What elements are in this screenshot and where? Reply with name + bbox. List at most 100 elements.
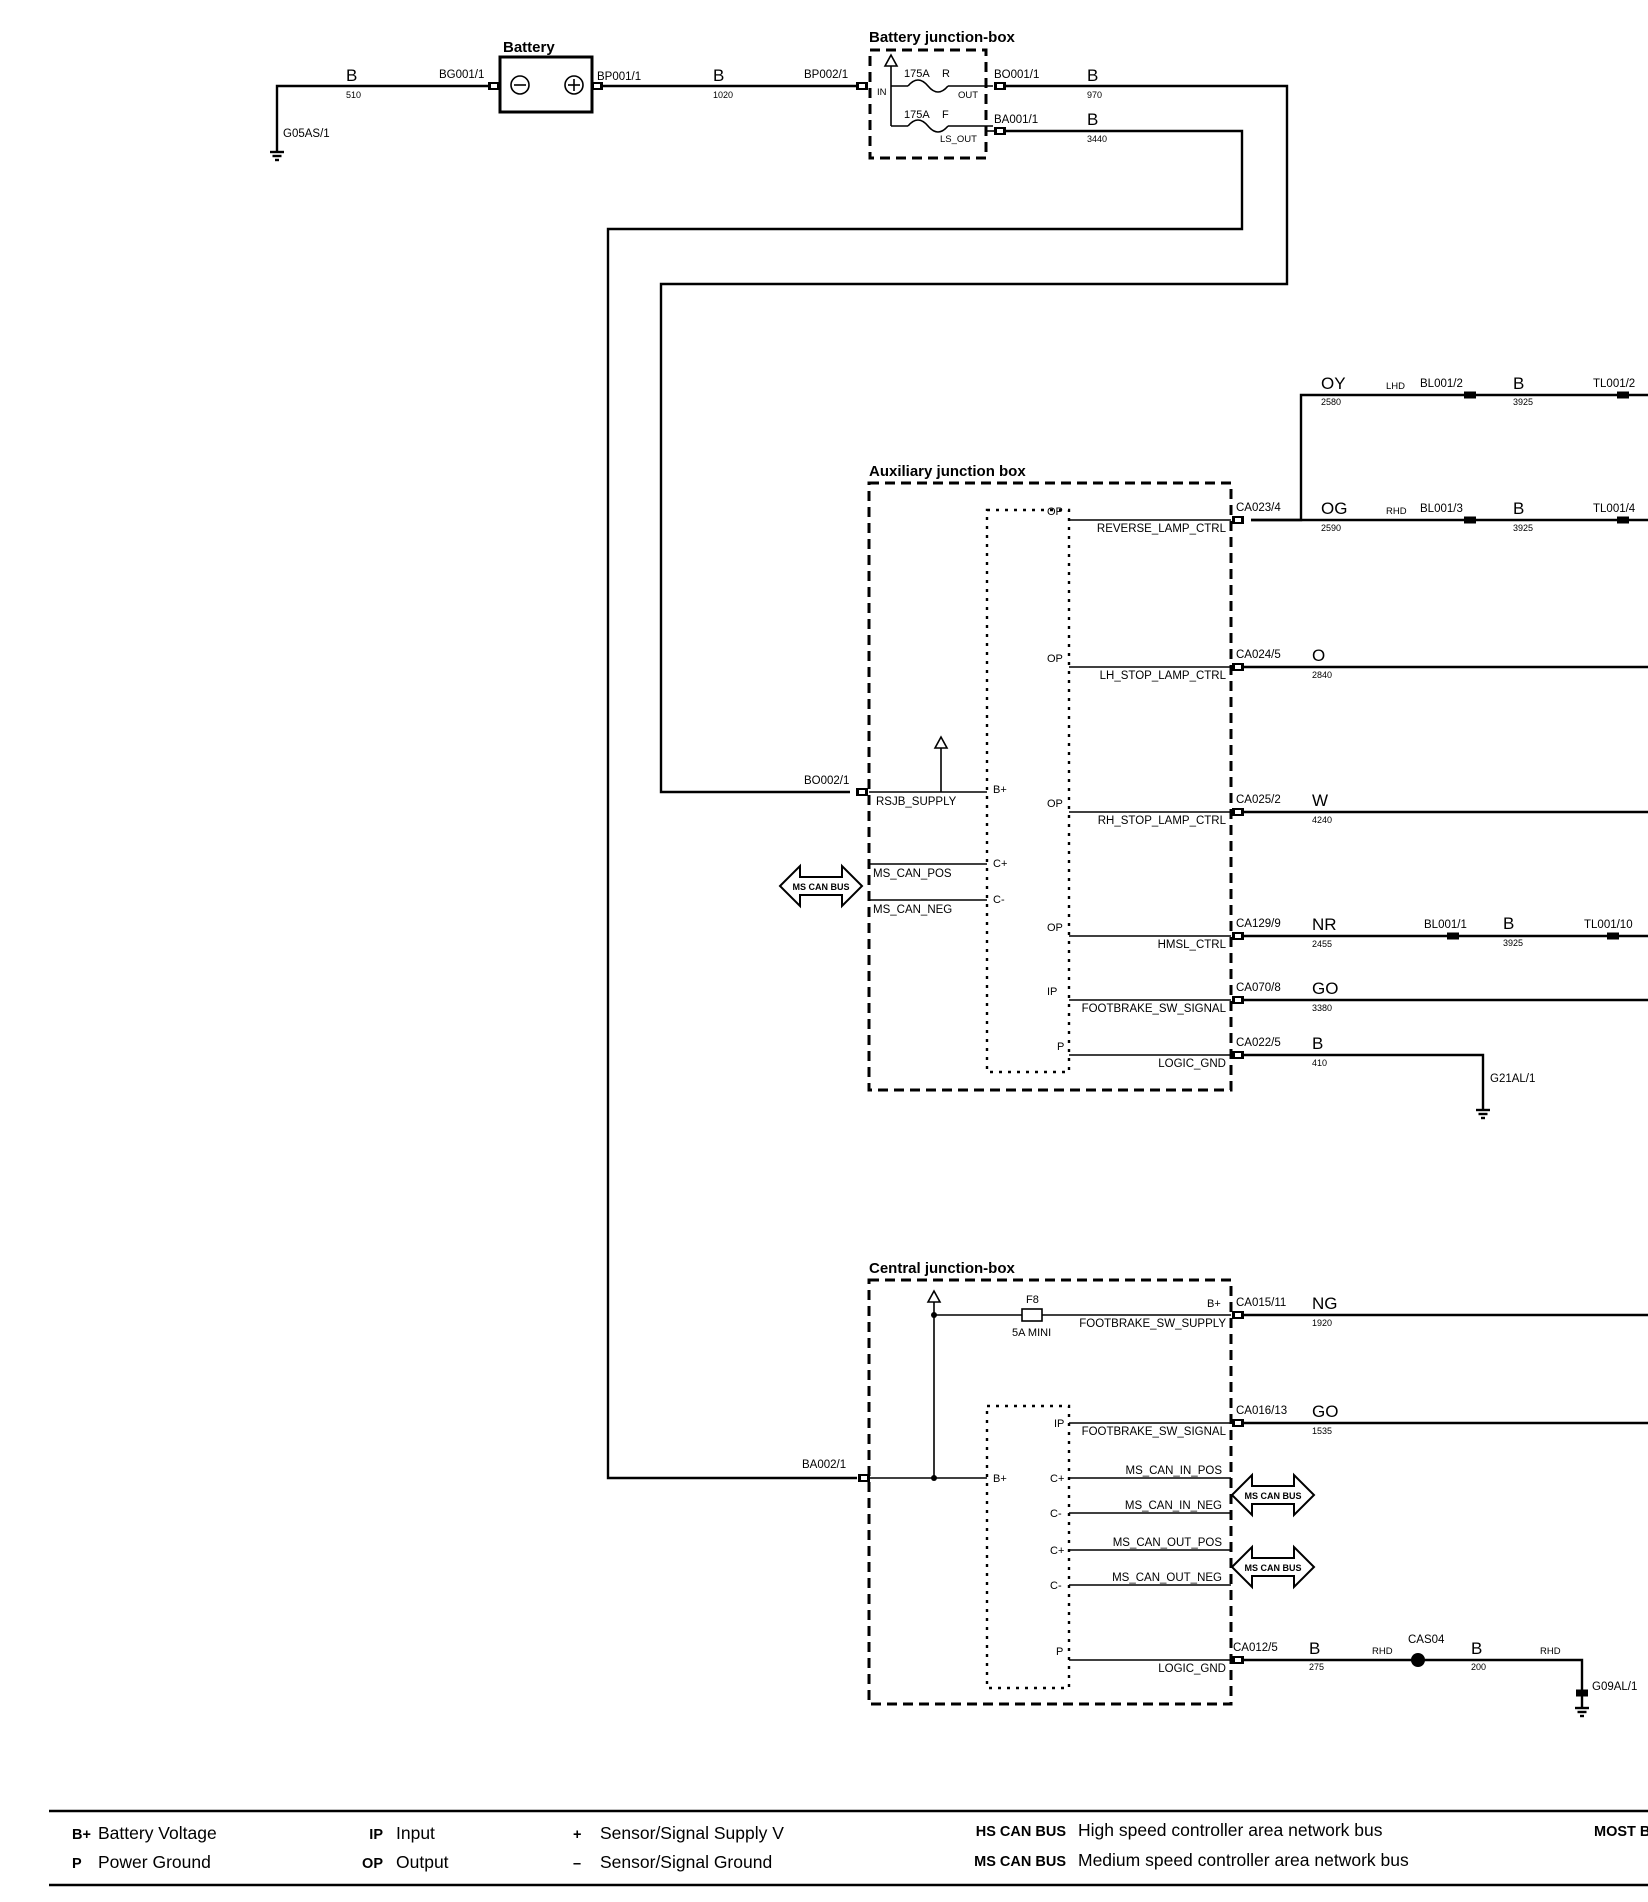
signal-label: MS_CAN_OUT_POS xyxy=(1113,1537,1223,1549)
connector-label: CA022/5 xyxy=(1236,1037,1281,1049)
connector-label: CA012/5 xyxy=(1233,1642,1278,1654)
wire-number: 3440 xyxy=(1087,134,1107,144)
wire-color: B xyxy=(1087,66,1098,85)
wire-number: 275 xyxy=(1309,1662,1324,1672)
bus-label: MS CAN BUS xyxy=(792,882,849,892)
fuse-icon xyxy=(907,119,949,133)
legend-symbol: OP xyxy=(362,1856,383,1872)
legend-symbol: P xyxy=(72,1856,82,1872)
feed-wire-rsjb xyxy=(659,84,1289,794)
central-ground-wire xyxy=(1244,1658,1584,1698)
signal-label: REVERSE_LAMP_CTRL xyxy=(1097,523,1227,535)
connector-label: BA001/1 xyxy=(994,114,1038,126)
bus-label: MS CAN BUS xyxy=(1244,1563,1301,1573)
wire-color: OY xyxy=(1321,374,1346,393)
legend-text: Power Ground xyxy=(98,1852,211,1872)
legend-text: Sensor/Signal Supply V xyxy=(600,1823,784,1843)
aux-jb-title: Auxiliary junction box xyxy=(869,463,1026,480)
fuse-rating: 175A xyxy=(904,68,930,80)
wire xyxy=(1244,1053,1485,1100)
ground-label: G09AL/1 xyxy=(1592,1681,1637,1693)
wire-color: B xyxy=(1503,914,1514,933)
supply-arrow-icon xyxy=(933,735,949,749)
connector-label: CA015/11 xyxy=(1236,1297,1286,1309)
legend-text: Output xyxy=(396,1852,449,1872)
connector-label: CA129/9 xyxy=(1236,918,1281,930)
wire-number: 970 xyxy=(1087,90,1102,100)
connector-label: CA025/2 xyxy=(1236,794,1281,806)
legend-symbol: MS CAN BUS xyxy=(974,1854,1066,1870)
supply-arrow-icon xyxy=(926,1289,942,1303)
wire-number: 1920 xyxy=(1312,1318,1332,1328)
signal-label: LOGIC_GND xyxy=(1158,1058,1226,1070)
legend-symbol: IP xyxy=(369,1827,383,1843)
legend-symbol: + xyxy=(573,1827,581,1843)
signal-label: FOOTBRAKE_SW_SUPPLY xyxy=(1079,1318,1226,1330)
pin-label: IN xyxy=(877,87,887,98)
pin-label: C- xyxy=(1050,1580,1062,1592)
wire-color: B xyxy=(713,66,724,85)
pin-label: B+ xyxy=(1207,1298,1221,1310)
connector-label: TL001/4 xyxy=(1593,503,1636,515)
battery-title: Battery xyxy=(503,39,555,56)
ground-icon xyxy=(268,140,286,162)
pin-label: OUT xyxy=(958,90,978,101)
signal-label: LOGIC_GND xyxy=(1158,1663,1226,1675)
connector-label: BO001/1 xyxy=(994,69,1039,81)
fuse-rating: 5A MINI xyxy=(1012,1327,1051,1339)
wire-color: GO xyxy=(1312,1402,1338,1421)
connector-label: BA002/1 xyxy=(802,1459,846,1471)
wire-color: GO xyxy=(1312,979,1338,998)
variant-label: RHD xyxy=(1540,1646,1561,1657)
legend-text: High speed controller area network bus xyxy=(1078,1820,1383,1840)
battery-plus-icon xyxy=(564,75,584,95)
wire-number: 4240 xyxy=(1312,815,1332,825)
signal-label: MS_CAN_IN_NEG xyxy=(1125,1500,1222,1512)
wire-color: B xyxy=(346,66,357,85)
connector-label: BL001/3 xyxy=(1420,503,1463,515)
pin-label: OP xyxy=(1047,653,1063,665)
ground-label: G05AS/1 xyxy=(283,128,330,140)
connector-label: BP001/1 xyxy=(597,71,641,83)
battery-junction-box: Battery junction-box BP002/1 IN 175A R O… xyxy=(804,29,1107,160)
pin-label: OP xyxy=(1047,506,1063,518)
signal-label: LH_STOP_LAMP_CTRL xyxy=(1100,670,1227,682)
wire-number: 510 xyxy=(346,90,361,100)
signal-label: FOOTBRAKE_SW_SIGNAL xyxy=(1082,1003,1227,1015)
connector-label: CA024/5 xyxy=(1236,649,1281,661)
pin-label: C+ xyxy=(993,858,1007,870)
central-jb-title: Central junction-box xyxy=(869,1260,1015,1277)
bus-label: MS CAN BUS xyxy=(1244,1491,1301,1501)
wire-number: 410 xyxy=(1312,1058,1327,1068)
pin-label: P xyxy=(1056,1646,1063,1658)
variant-label: RHD xyxy=(1386,506,1407,517)
wire-color: B xyxy=(1471,1639,1482,1658)
signal-label: HMSL_CTRL xyxy=(1158,939,1227,951)
feed-wire-cjb xyxy=(606,129,1244,1480)
signal-label: MS_CAN_IN_POS xyxy=(1125,1465,1222,1477)
signal-label: MS_CAN_OUT_NEG xyxy=(1112,1572,1222,1584)
fuse-icon xyxy=(907,79,949,93)
wire-color: B xyxy=(1513,499,1524,518)
fuse-id: F8 xyxy=(1026,1294,1039,1306)
wire-color: W xyxy=(1312,791,1328,810)
battery-jb-title: Battery junction-box xyxy=(869,29,1015,46)
signal-label: MS_CAN_POS xyxy=(873,868,952,880)
wire-number: 3925 xyxy=(1503,938,1523,948)
legend-text: Input xyxy=(396,1823,435,1843)
pin-label: B+ xyxy=(993,1473,1007,1485)
legend-symbol: – xyxy=(573,1856,581,1872)
wire-number: 2590 xyxy=(1321,523,1341,533)
wire-number: 3380 xyxy=(1312,1003,1332,1013)
pin-label: IP xyxy=(1054,1418,1064,1430)
connector-label: BO002/1 xyxy=(804,775,849,787)
splice-label: CAS04 xyxy=(1408,1634,1445,1646)
